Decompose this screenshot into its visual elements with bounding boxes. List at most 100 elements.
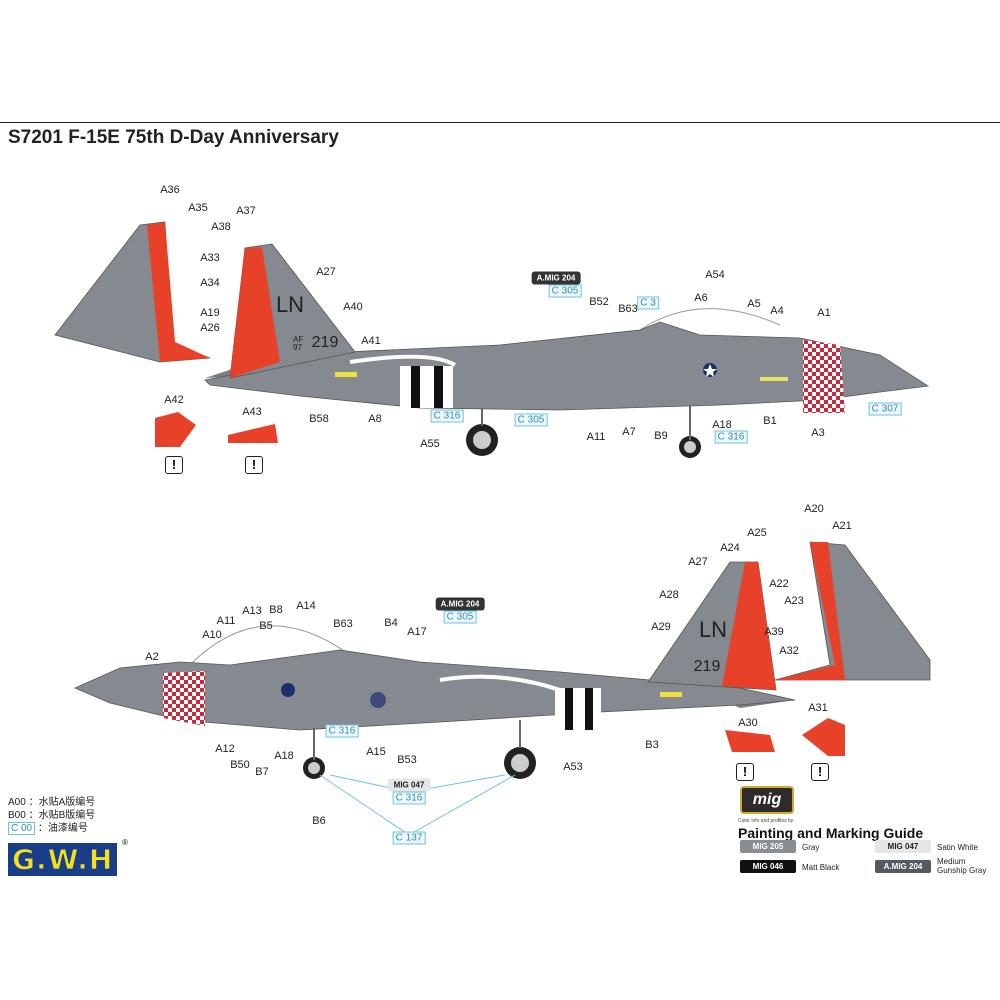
- legend-item-b: B00 ：水贴B版编号: [8, 810, 96, 821]
- top-part-label: A41: [361, 335, 381, 347]
- registered-mark: ®: [122, 838, 128, 847]
- top-part-label: A3: [811, 427, 825, 439]
- bottom-paint-ref: C 316: [392, 791, 426, 805]
- bottom-part-label: A32: [779, 645, 799, 657]
- bottom-part-label: A27: [688, 556, 708, 568]
- top-serial: 219: [311, 334, 339, 351]
- bottom-part-label: A29: [651, 621, 671, 633]
- bottom-part-label: A28: [659, 589, 679, 601]
- bottom-part-label: A20: [804, 503, 824, 515]
- top-part-label: A7: [622, 426, 636, 438]
- decal-a31: [802, 718, 845, 756]
- bottom-tail-code: LN: [698, 617, 728, 642]
- top-part-label: A37: [236, 205, 256, 217]
- decal-a43: [228, 424, 278, 443]
- bottom-part-label: A39: [764, 626, 784, 638]
- swatch-a-mig-204: A.MIG 204: [875, 860, 931, 873]
- bottom-part-label: A11: [216, 615, 236, 627]
- gwh-logo: G.W.H: [8, 843, 118, 877]
- bottom-separate-tail: [774, 541, 931, 681]
- header-rule: [0, 122, 1000, 123]
- bottom-part-label: A2: [145, 651, 159, 663]
- bottom-part-label: B53: [397, 754, 417, 766]
- legend-item-c: C 00 ：油漆编号: [8, 822, 95, 835]
- legend: A00 ：水贴A版编号 B00 ：水贴B版编号 C 00 ：油漆编号: [8, 796, 95, 835]
- bottom-aircraft-side-profile: [74, 541, 931, 836]
- top-wing-stripes: [349, 354, 457, 367]
- top-paint-ref: C 307: [868, 402, 902, 416]
- swatch-mig-046: MIG 046: [740, 860, 796, 873]
- swatch-mig-205: MIG 205: [740, 840, 796, 853]
- top-yellow-marking: [335, 372, 357, 377]
- bottom-part-label: A15: [366, 746, 386, 758]
- swatch-mig-047: MIG 047: [875, 840, 931, 853]
- bottom-tail-red-stripe: [722, 562, 776, 690]
- bottom-part-label: B6: [312, 815, 326, 827]
- bottom-part-label: B8: [269, 604, 283, 616]
- bottom-light-color-badge: MIG 047: [387, 778, 431, 792]
- top-part-label: A5: [747, 298, 761, 310]
- bottom-yellow-marking: [660, 692, 682, 697]
- bottom-serial: 219: [693, 658, 721, 675]
- bottom-part-label: A13: [242, 605, 262, 617]
- warning-icon: !: [165, 456, 183, 474]
- bottom-part-label: A17: [407, 626, 427, 638]
- painting-guide: mig Color info and profiles by Painting …: [738, 786, 923, 841]
- bottom-part-label: B63: [333, 618, 353, 630]
- page-title: S7201 F-15E 75th D-Day Anniversary: [8, 127, 339, 148]
- top-canopy-outline: [639, 308, 781, 331]
- top-part-label: B63: [618, 303, 638, 315]
- bottom-nose-checker: [163, 671, 205, 726]
- top-part-label: A33: [200, 252, 220, 264]
- guide-title: Painting and Marking Guide: [738, 825, 924, 841]
- bottom-part-label: A53: [563, 761, 583, 773]
- bottom-star-insignia: [281, 683, 295, 697]
- top-star: [703, 364, 717, 377]
- bottom-part-label: A23: [784, 595, 804, 607]
- bottom-color-badge: A.MIG 204: [435, 597, 485, 611]
- top-invasion-stripe-1: [400, 366, 414, 408]
- top-color-badge: A.MIG 204: [531, 271, 581, 285]
- top-aircraft-side-profile: [54, 221, 930, 458]
- top-part-label: B58: [309, 413, 329, 425]
- top-yellow-marking-2: [760, 377, 788, 381]
- top-separate-tail-red: [147, 222, 210, 362]
- top-invasion-stripe-5: [443, 366, 453, 408]
- decal-a42: [155, 412, 196, 447]
- top-part-label: A38: [211, 221, 231, 233]
- swatch-label-matt-black: Matt Black: [802, 863, 840, 872]
- top-part-label: A4: [770, 305, 784, 317]
- warning-icon: !: [811, 763, 829, 781]
- bottom-part-label: A31: [808, 702, 828, 714]
- top-part-label: A35: [188, 202, 208, 214]
- bottom-part-label: B5: [259, 620, 273, 632]
- top-part-label: B9: [654, 430, 668, 442]
- bottom-paint-ref: C 316: [325, 724, 359, 738]
- bottom-part-label: B50: [230, 759, 250, 771]
- top-part-label: A43: [242, 406, 262, 418]
- guide-credit: Color info and profiles by: [738, 818, 794, 824]
- legend-item-a: A00 ：水贴A版编号: [8, 797, 96, 808]
- bottom-separate-tail-red: [775, 542, 845, 680]
- top-paint-ref: C 305: [514, 413, 548, 427]
- top-tail-red-stripe: [230, 247, 280, 378]
- bottom-part-label: A24: [720, 542, 740, 554]
- top-paint-ref: C 305: [548, 284, 582, 298]
- bottom-paint-ref: C 137: [392, 831, 426, 845]
- top-part-label: A26: [200, 322, 220, 334]
- bottom-part-label: B3: [645, 739, 659, 751]
- top-separate-tail: [54, 221, 211, 363]
- mig-logo: mig: [740, 786, 794, 814]
- warning-icon: !: [245, 456, 263, 474]
- bottom-paint-ref: C 305: [443, 610, 477, 624]
- swatch-label-gray: Gray: [802, 843, 820, 852]
- top-part-label: A34: [200, 277, 220, 289]
- top-part-label: A1: [817, 307, 831, 319]
- bottom-part-label: B4: [384, 617, 398, 629]
- bottom-part-label: A25: [747, 527, 767, 539]
- bottom-squadron-emblem: [370, 692, 386, 708]
- top-part-label: A11: [586, 431, 606, 443]
- top-serial-prefix: AF 97: [293, 335, 304, 352]
- swatch-label-satin-white: Satin White: [937, 843, 978, 852]
- bottom-part-label: A18: [274, 750, 294, 762]
